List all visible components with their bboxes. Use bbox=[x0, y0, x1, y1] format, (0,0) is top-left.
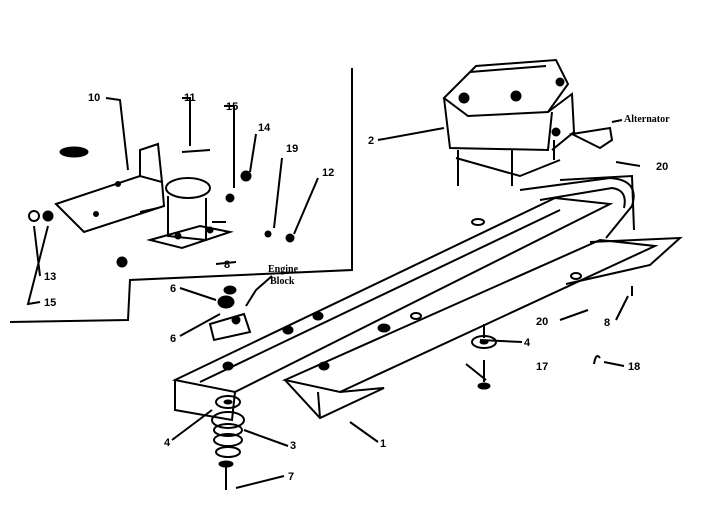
bracket-loop bbox=[519, 176, 683, 285]
engine-block-label-line1: Engine bbox=[268, 264, 299, 275]
alternator-bracket bbox=[559, 126, 635, 231]
alternator-label: Alternator bbox=[624, 114, 670, 125]
callout-6-lower: 6 bbox=[170, 333, 176, 345]
inset-border bbox=[9, 68, 353, 323]
mounting-rail-right bbox=[281, 238, 659, 420]
rail-holes bbox=[222, 218, 582, 371]
washer-pair-13-15 bbox=[28, 210, 54, 222]
callout-11: 11 bbox=[184, 92, 196, 104]
alternator-unit bbox=[442, 58, 576, 186]
callout-3: 3 bbox=[290, 440, 296, 452]
engine-block-mount bbox=[208, 285, 252, 342]
callout-10: 10 bbox=[88, 92, 100, 104]
mounting-rail-left bbox=[171, 196, 614, 422]
callout-8-right: 8 bbox=[604, 317, 610, 329]
callout-4-left: 4 bbox=[164, 437, 171, 449]
callout-labels: 1 2 3 4 4 6 6 7 8 8 10 11 12 13 14 15 15… bbox=[44, 92, 668, 483]
small-screw-18 bbox=[593, 355, 601, 365]
callout-20-lower: 20 bbox=[536, 316, 548, 328]
callout-1: 1 bbox=[380, 438, 386, 450]
callout-7: 7 bbox=[288, 471, 294, 483]
callout-2: 2 bbox=[368, 135, 374, 147]
callout-14: 14 bbox=[258, 122, 271, 134]
leader-lines bbox=[26, 97, 641, 489]
callout-15-upper: 15 bbox=[226, 101, 238, 113]
callout-20-upper: 20 bbox=[656, 161, 668, 173]
callout-17: 17 bbox=[536, 361, 548, 373]
callout-4-right: 4 bbox=[524, 337, 531, 349]
regulator-cover bbox=[54, 142, 166, 234]
part-notes: Engine Block Alternator bbox=[268, 114, 670, 287]
callout-6-upper: 6 bbox=[170, 283, 176, 295]
callout-18: 18 bbox=[628, 361, 640, 373]
callout-8-left: 8 bbox=[224, 259, 230, 271]
regulator-body bbox=[116, 149, 295, 268]
callout-13: 13 bbox=[44, 271, 56, 283]
engine-block-label-line2: Block bbox=[270, 276, 295, 287]
callout-15-lower: 15 bbox=[44, 297, 56, 309]
callout-19: 19 bbox=[286, 143, 298, 155]
callout-12: 12 bbox=[322, 167, 334, 179]
isolator-stack bbox=[211, 395, 245, 490]
